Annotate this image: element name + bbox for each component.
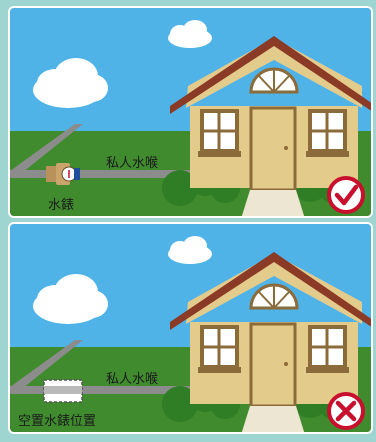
check-icon [329, 178, 363, 212]
panel-without-meter: 私人水喉 空置水錶位置 [8, 222, 373, 434]
pipe-label: 私人水喉 [106, 368, 158, 387]
pipe-label: 私人水喉 [106, 152, 158, 171]
empty-meter-position-icon [44, 380, 82, 402]
scene-illustration [10, 224, 371, 432]
scene-illustration [10, 8, 371, 216]
meter-label: 水錶 [48, 194, 74, 213]
walkway [240, 190, 306, 216]
walkway [240, 406, 306, 432]
cross-icon [329, 394, 363, 428]
panel-with-meter: 私人水喉 水錶 [8, 6, 373, 218]
empty-meter-label: 空置水錶位置 [18, 410, 96, 429]
